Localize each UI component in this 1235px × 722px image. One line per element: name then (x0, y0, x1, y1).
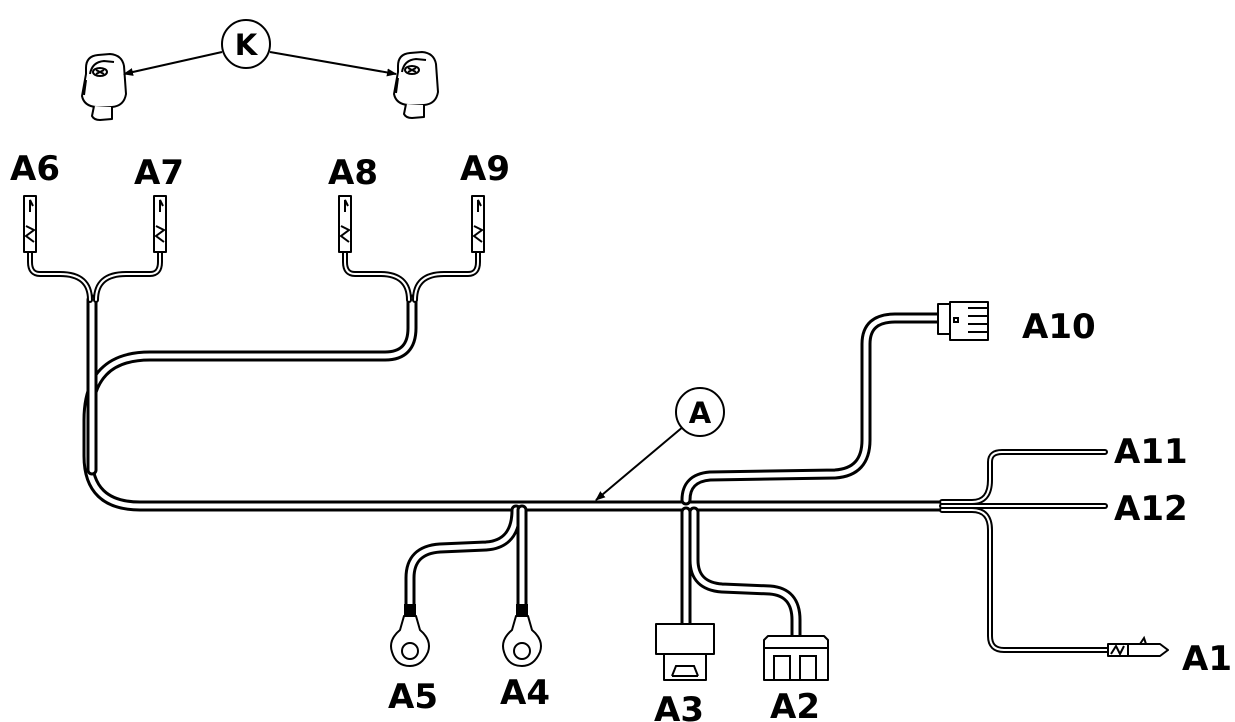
terminal-a9 (471, 195, 485, 253)
label-a10: A10 (1022, 307, 1096, 347)
label-a2: A2 (770, 687, 820, 722)
connector-a3 (655, 623, 715, 681)
connector-a10 (937, 301, 989, 341)
ring-terminal-a4 (502, 604, 542, 667)
callout-k-label: K (235, 28, 259, 62)
label-a4: A4 (500, 673, 550, 713)
callout-k-circle (221, 19, 271, 69)
label-a12: A12 (1114, 489, 1188, 529)
callout-a-circle (675, 387, 725, 437)
harness-thin-wires (27, 247, 1111, 653)
label-a5: A5 (388, 677, 438, 717)
terminal-a6 (23, 195, 37, 253)
callout-a-label: A (689, 396, 712, 430)
connector-cap-right (393, 51, 439, 119)
label-a3: A3 (654, 690, 704, 722)
terminal-a8 (338, 195, 352, 253)
label-a11: A11 (1114, 432, 1188, 472)
terminal-a1 (1107, 635, 1169, 657)
label-a9: A9 (460, 149, 510, 189)
connector-cap-left (81, 53, 127, 121)
connector-a2 (763, 635, 829, 681)
ring-terminal-a5 (390, 604, 430, 667)
harness-trunk (82, 294, 948, 642)
label-a7: A7 (134, 153, 184, 193)
callout-k: K (123, 19, 397, 77)
terminal-a7 (153, 195, 167, 253)
part-labels: A6 A7 A8 A9 A10 A11 A12 A1 A5 A4 A3 A2 (10, 149, 1232, 722)
label-a6: A6 (10, 149, 60, 189)
callout-a: A (595, 387, 725, 501)
label-a1: A1 (1182, 639, 1232, 679)
label-a8: A8 (328, 153, 378, 193)
